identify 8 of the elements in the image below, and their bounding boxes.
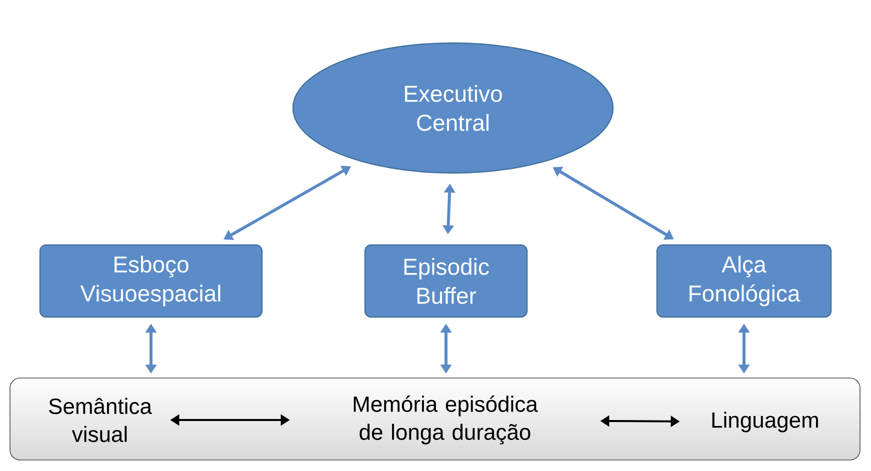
process-box: Alça Fonológica bbox=[656, 244, 832, 318]
ellipse-node: Executivo Central bbox=[292, 42, 614, 174]
process-box: Esboço Visuoespacial bbox=[39, 244, 263, 318]
memory-band bbox=[10, 378, 860, 460]
memory-label: Memória episódica de longa duração bbox=[354, 396, 538, 444]
memory-label: Semântica visual bbox=[49, 398, 152, 442]
memory-label: Linguagem bbox=[712, 412, 818, 432]
process-box: Episodic Buffer bbox=[364, 244, 528, 318]
